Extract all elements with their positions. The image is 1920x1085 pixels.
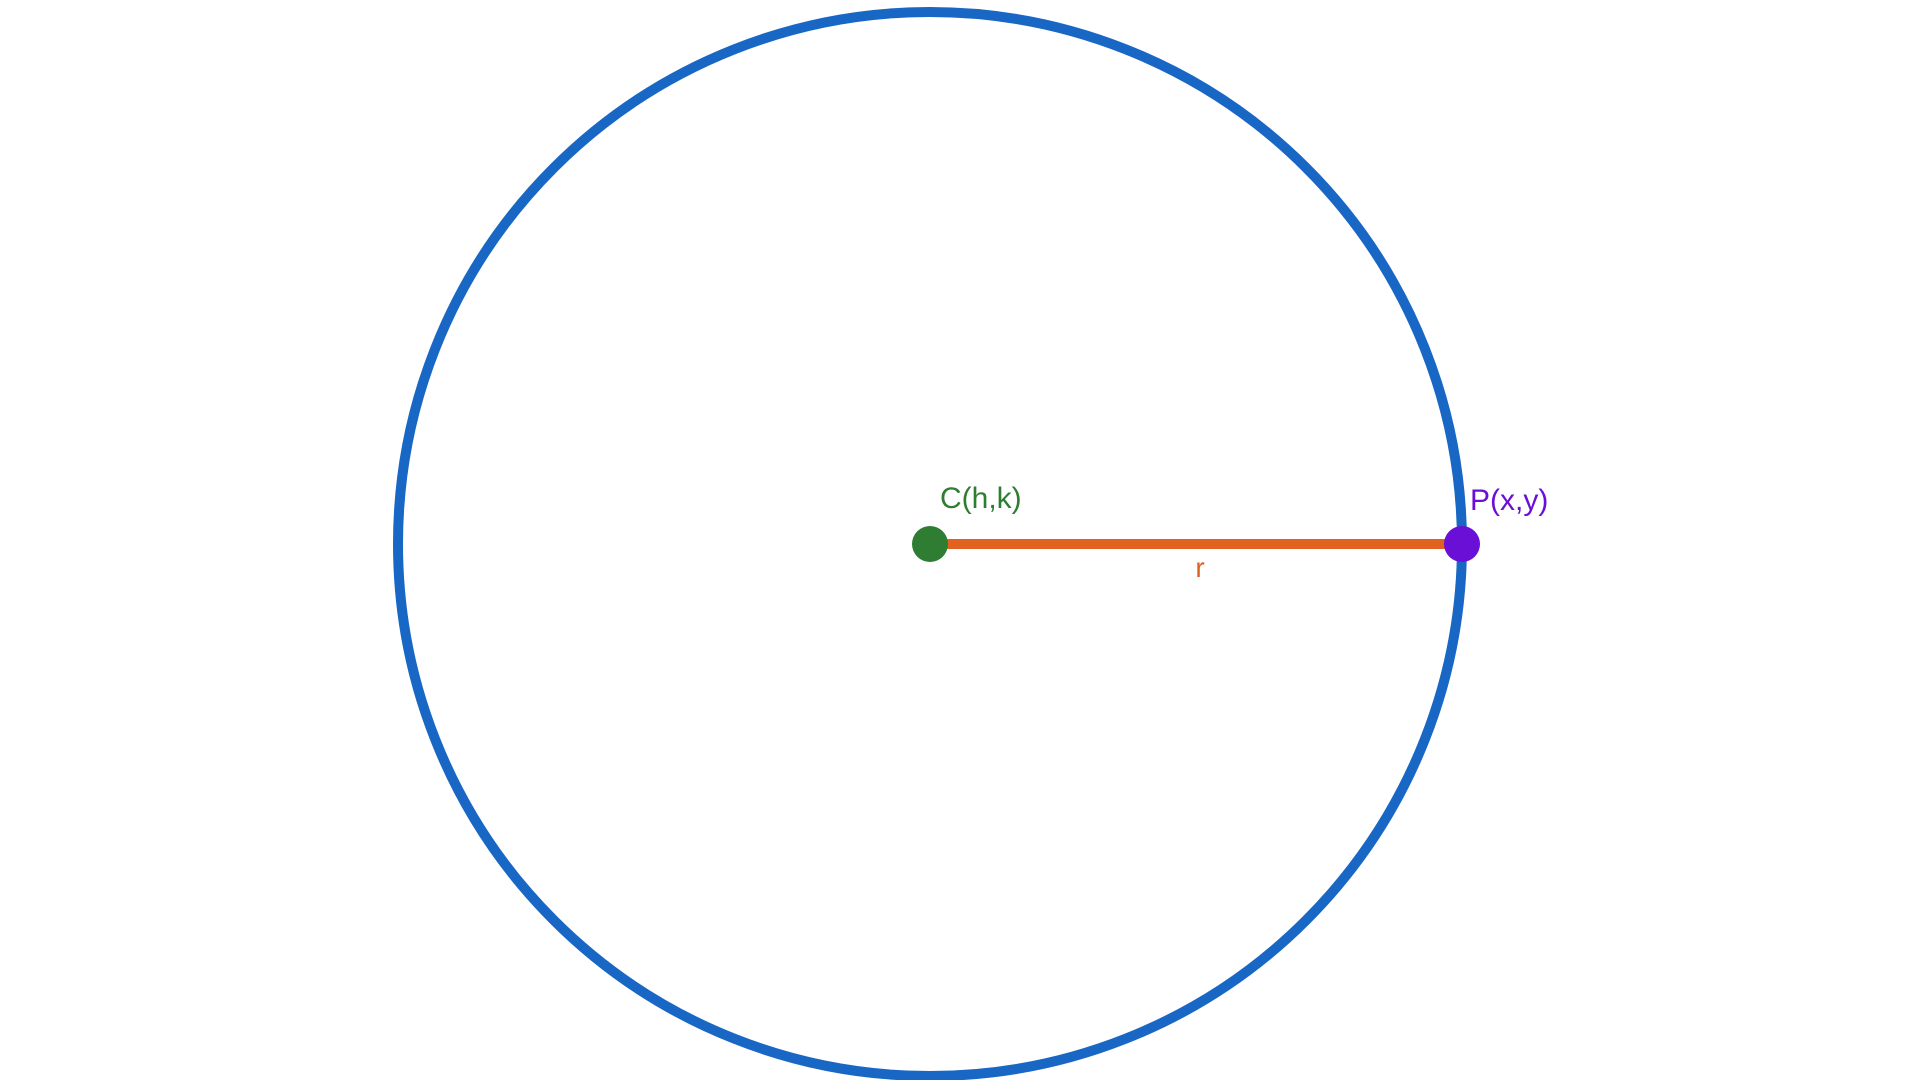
center-label: C(h,k): [940, 482, 1022, 515]
point-on-circle: [1444, 526, 1480, 562]
point-label: P(x,y): [1470, 484, 1548, 517]
center-point: [912, 526, 948, 562]
radius-label: r: [1195, 552, 1204, 583]
